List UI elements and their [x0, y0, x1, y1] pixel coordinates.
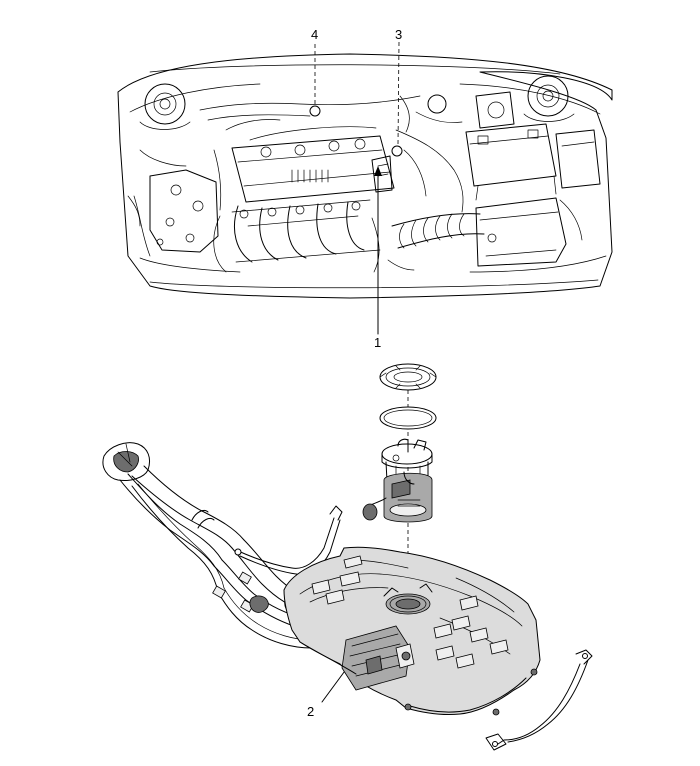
callout-label-1: 1	[374, 335, 381, 350]
fuel-pump-assembly	[362, 438, 433, 523]
fuel-tank-strap	[485, 649, 593, 751]
callout-label-3: 3	[395, 27, 402, 42]
engine-bay-illustration	[117, 53, 613, 299]
callout-label-2: 2	[307, 704, 314, 719]
fuel-pump-lock-ring	[379, 363, 437, 391]
fuel-pump-gasket	[379, 406, 437, 430]
fuel-filler-neck	[102, 442, 319, 649]
callout-label-4: 4	[311, 27, 318, 42]
fuel-tank	[283, 546, 541, 716]
